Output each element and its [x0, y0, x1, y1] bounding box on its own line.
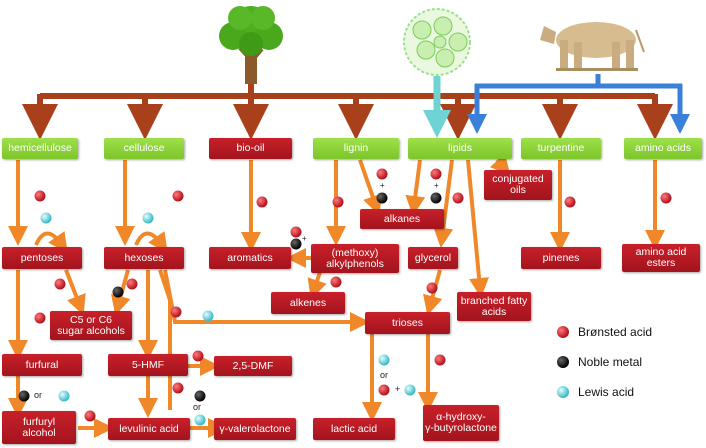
plus-label-trioses: +	[395, 384, 401, 394]
product-alkenes: alkenes	[271, 292, 345, 314]
bronsted-dot	[330, 276, 342, 288]
source-amino-acids: amino acids	[624, 138, 702, 159]
methoxy-line-2: alkylphenols	[326, 257, 384, 270]
product-glycerol: glycerol	[408, 247, 458, 269]
product-lactic-acid: lactic acid	[313, 418, 395, 440]
bronsted-dot	[34, 190, 46, 202]
source-lipids: lipids	[408, 138, 512, 159]
product-pinenes: pinenes	[521, 247, 601, 269]
bronsted-dot	[34, 312, 46, 324]
source-cellulose: cellulose	[104, 138, 184, 159]
product-hexoses: hexoses	[104, 247, 184, 269]
lewis-dot	[202, 310, 214, 322]
lewis-dot	[378, 354, 390, 366]
product-trioses: trioses	[365, 312, 450, 334]
legend-lewis-acid: Lewis acid	[578, 385, 635, 399]
source-hemicellulose: hemicellulose	[2, 138, 78, 159]
noble-dot	[18, 390, 30, 402]
tree-distribution-arrows	[22, 84, 673, 140]
noble-dot	[430, 192, 442, 204]
sugar-alcohols-line-2: sugar alcohols	[57, 324, 125, 337]
conjugated-line-1: conjugated	[492, 173, 544, 185]
bronsted-dot	[170, 306, 182, 318]
product-2-5-dmf: 2,5-DMF	[214, 356, 292, 376]
bronsted-dot	[452, 192, 464, 204]
bronsted-dot	[192, 350, 204, 362]
bronsted-dot	[172, 382, 184, 394]
product-furfuryl-alcohol: furfuryl alcohol	[2, 411, 76, 444]
product-levulinic-acid: levulinic acid	[108, 418, 190, 440]
lewis-dot	[142, 212, 154, 224]
algae-icon	[403, 8, 471, 76]
cow-arrows	[467, 74, 690, 134]
product-pentoses: pentoses	[2, 247, 82, 269]
methoxy-line-1: (methoxy)	[331, 246, 379, 259]
bronsted-dot	[126, 278, 138, 290]
hbl-line-1: α-hydroxy-	[436, 411, 486, 423]
branched-line-2: acids	[481, 305, 507, 318]
bronsted-dot	[430, 168, 442, 180]
bronsted-dot	[172, 190, 184, 202]
cow-icon	[540, 22, 645, 71]
bronsted-dot	[376, 168, 388, 180]
product-alkanes: alkanes	[360, 209, 444, 229]
legend-bronsted-acid: Brønsted acid	[578, 325, 653, 339]
hbl-line-2: γ-butyrolactone	[425, 422, 497, 434]
bronsted-dot	[332, 196, 344, 208]
lewis-dot	[194, 414, 206, 426]
bronsted-dot	[378, 384, 390, 396]
bronsted-dot	[426, 282, 438, 294]
esters-line-1: amino acid	[635, 246, 687, 258]
sugar-alcohols-line-1: C5 or C6	[69, 313, 112, 326]
furfuryl-line-2: alcohol	[22, 426, 56, 439]
lewis-dot	[40, 212, 52, 224]
product-hydroxy-butyrolactone: α-hydroxy- γ-butyrolactone	[423, 405, 499, 441]
legend-markers	[557, 326, 569, 398]
plus-label-lignin: +	[380, 181, 385, 190]
noble-dot	[376, 192, 388, 204]
bronsted-dot	[84, 410, 96, 422]
product-aromatics: aromatics	[209, 247, 291, 269]
plus-label-methoxy: +	[302, 234, 307, 243]
or-label-levulinic: or	[193, 402, 202, 412]
bronsted-dot	[54, 278, 66, 290]
noble-dot	[194, 390, 206, 402]
product-sugar-alcohols: C5 or C6 sugar alcohols	[50, 311, 132, 340]
noble-dot	[290, 238, 302, 250]
esters-line-2: esters	[646, 257, 676, 269]
product-conjugated-oils: conjugated oils	[484, 170, 552, 200]
source-lignin: lignin	[313, 138, 399, 159]
or-label-trioses: or	[380, 370, 389, 380]
conjugated-line-2: oils	[510, 184, 526, 196]
product-furfural: furfural	[2, 354, 82, 376]
catalyst-markers	[18, 168, 672, 426]
product-5-hmf: 5-HMF	[108, 354, 188, 376]
product-branched-fatty-acids: branched fatty acids	[457, 292, 531, 321]
source-bio-oil: bio-oil	[209, 138, 292, 159]
branched-line-1: branched fatty	[460, 294, 528, 307]
product-gamma-valerolactone: γ-valerolactone	[214, 418, 296, 440]
or-label-furfural: or	[34, 390, 43, 400]
source-turpentine: turpentine	[521, 138, 601, 159]
noble-dot	[112, 286, 124, 298]
lewis-dot	[58, 390, 70, 402]
product-amino-acid-esters: amino acid esters	[622, 244, 700, 272]
lewis-dot	[404, 384, 416, 396]
bronsted-dot	[256, 196, 268, 208]
bronsted-dot	[290, 226, 302, 238]
bronsted-dot	[434, 354, 446, 366]
plus-label-lipids: +	[434, 181, 439, 190]
furfuryl-line-1: furfuryl	[22, 415, 56, 428]
bronsted-dot	[660, 192, 672, 204]
bronsted-dot	[564, 196, 576, 208]
product-methoxy-alkylphenols: (methoxy) alkylphenols	[311, 244, 399, 273]
tree-icon	[219, 6, 283, 84]
legend-noble-metal: Noble metal	[578, 355, 643, 369]
